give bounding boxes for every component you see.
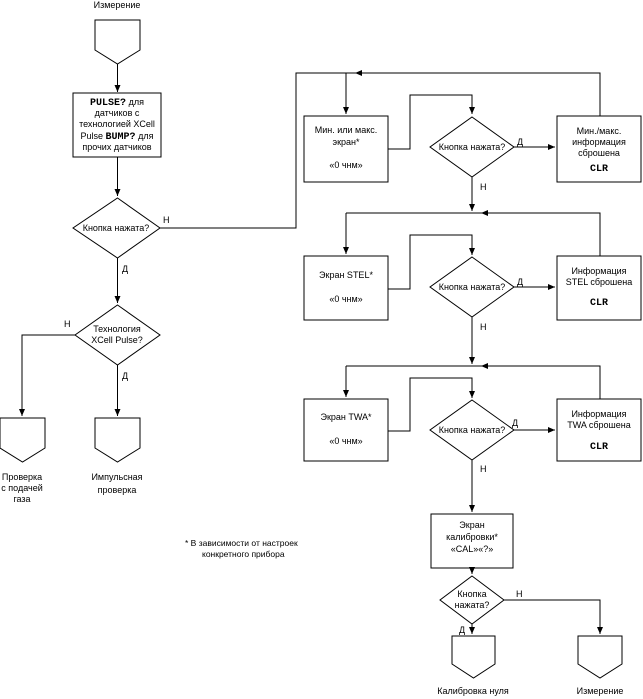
twa-reset-line1: Информация [571, 409, 626, 419]
stel-screen-line1: Экран STEL* [319, 270, 373, 280]
no-label: Н [480, 464, 487, 474]
decision-twa-label: Кнопка нажата? [439, 425, 506, 435]
start-label: Измерение [94, 0, 141, 10]
minmax-reset-box [556, 115, 642, 183]
yes-label: Д [459, 625, 465, 635]
stel-reset-clr: CLR [590, 298, 608, 309]
connector-line [388, 94, 475, 150]
decision-xcell-line1: Технология [93, 324, 141, 334]
minmax-reset-clr: CLR [590, 164, 608, 175]
twa-reset-line2: TWA сброшена [567, 420, 631, 430]
yes-label: Д [512, 418, 518, 428]
stel-reset-line1: Информация [571, 266, 626, 276]
twa-reset-box [556, 398, 642, 462]
no-label: Н [480, 182, 487, 192]
twa-reset-clr: CLR [590, 442, 608, 453]
end-gas-test-line3: газа [13, 494, 30, 504]
connector-line [355, 70, 601, 116]
footnote-line2: конкретного прибора [202, 549, 285, 559]
decision-minmax-label: Кнопка нажата? [439, 142, 506, 152]
stel-screen-line2: «0 чнм» [329, 294, 362, 304]
cal-screen-line1: Экран [459, 520, 484, 530]
yes-label: Д [517, 137, 523, 147]
cal-screen-line3: «CAL»«?» [451, 544, 494, 554]
pulse-bump-line2: датчиков с [95, 108, 140, 118]
twa-screen-box [303, 398, 389, 462]
minmax-screen-box [303, 115, 389, 183]
pulse-bump-line1: PULSE? для [90, 97, 144, 109]
end-gas-test-line1: Проверка [2, 472, 42, 482]
minmax-screen-line2: экран* [332, 137, 360, 147]
end-zero-cal-label: Калибровка нуля [437, 686, 509, 696]
pulse-bump-line3: технологией XCell [79, 119, 155, 129]
connector-line [388, 377, 475, 432]
connector-line [19, 334, 75, 416]
minmax-screen-line1: Мин. или макс. [315, 125, 378, 135]
pulse-bump-line5: прочих датчиков [82, 142, 151, 152]
minmax-screen-line3: «0 чнм» [329, 160, 362, 170]
end-measure-label: Измерение [577, 686, 624, 696]
yes-label: Д [517, 277, 523, 287]
end-pulse-test-line2: проверка [98, 485, 137, 495]
twa-screen-line1: Экран TWA* [320, 412, 372, 422]
stel-screen-box [303, 255, 389, 321]
minmax-reset-line3: сброшена [578, 148, 620, 158]
end-pulse-test-line1: Импульсная [91, 472, 142, 482]
twa-screen-line2: «0 чнм» [329, 436, 362, 446]
decision-xcell-line2: XCell Pulse? [91, 335, 143, 345]
end-gas-test-connector [0, 417, 46, 463]
no-label: Н [163, 215, 170, 225]
decision-cal-line1: Кнопка [457, 589, 486, 599]
yes-label: Д [122, 264, 128, 274]
no-label: Н [480, 322, 487, 332]
start-connector [94, 19, 141, 65]
no-label: Н [516, 589, 523, 599]
cal-screen-line2: калибровки* [446, 532, 498, 542]
end-measure-connector [577, 635, 623, 679]
no-label: Н [64, 319, 71, 329]
stel-reset-box [556, 255, 642, 321]
connector-line [388, 234, 475, 290]
decision-button-main-label: Кнопка нажата? [83, 223, 150, 233]
minmax-reset-line2: информация [572, 137, 626, 147]
pulse-bump-line4: Pulse BUMP? для [81, 131, 154, 143]
end-gas-test-line2: с подачей [1, 483, 42, 493]
stel-reset-line2: STEL сброшена [566, 277, 633, 287]
footnote-line1: * В зависимости от настроек [185, 538, 298, 548]
connector-line [504, 599, 603, 634]
connector-line [481, 210, 601, 256]
decision-stel-label: Кнопка нажата? [439, 282, 506, 292]
end-pulse-test-connector [94, 417, 141, 463]
minmax-reset-line1: Мин./макс. [577, 126, 622, 136]
decision-cal-line2: нажата? [455, 600, 490, 610]
end-zero-cal-connector [451, 635, 496, 679]
yes-label: Д [122, 371, 128, 381]
connector-line [481, 363, 601, 399]
